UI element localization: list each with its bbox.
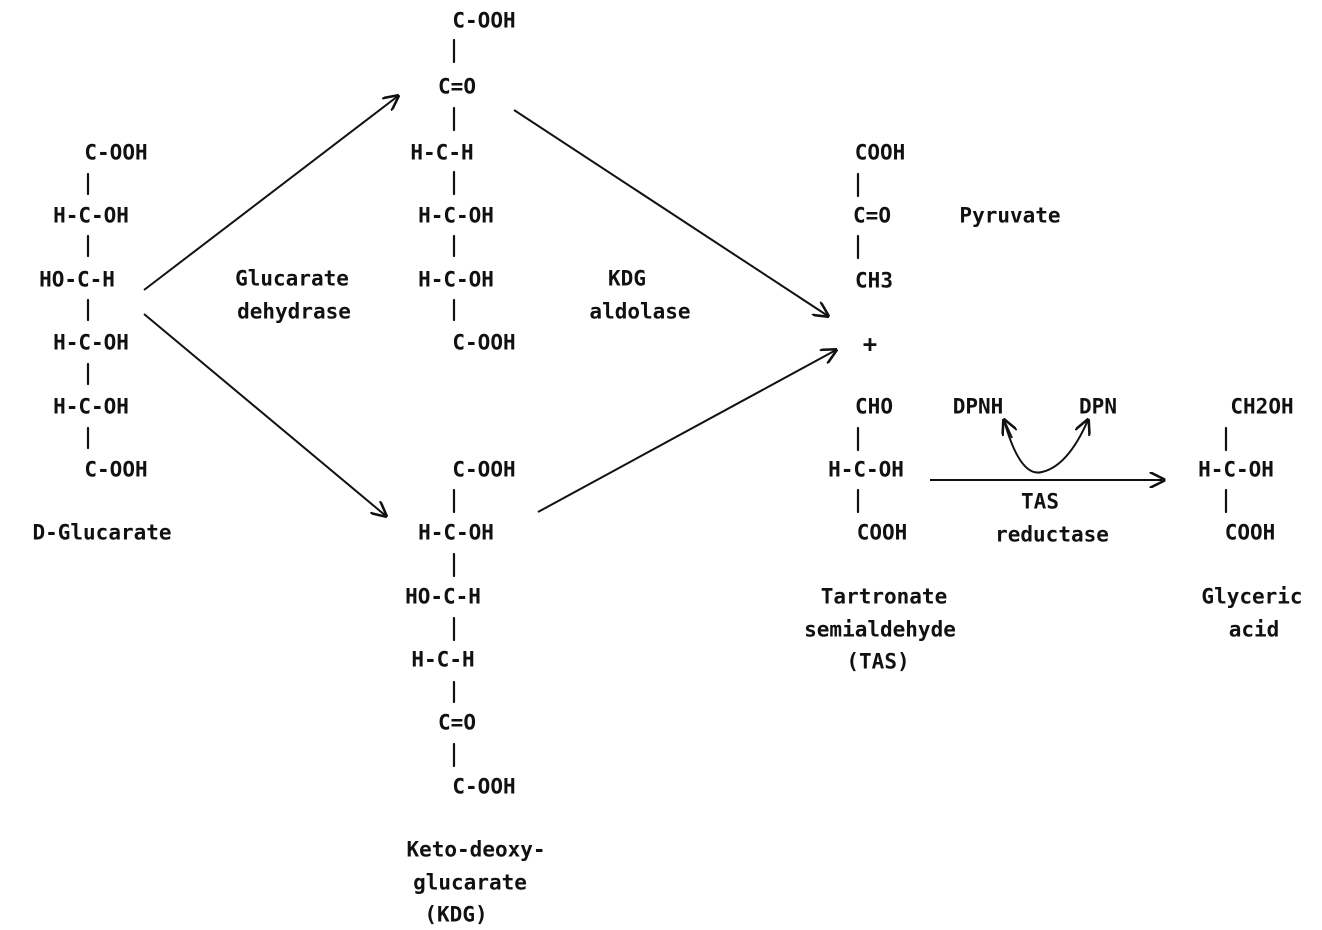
- tas-name-line-3: (TAS): [846, 649, 910, 674]
- tas-line-2: H-C-OH: [828, 457, 904, 482]
- tas-line-3: COOH: [856, 520, 908, 545]
- glucarate-line-4: H-C-OH: [53, 330, 129, 355]
- glyceric-line-1: CH2OH: [1230, 394, 1294, 419]
- pyruvate-name: Pyruvate: [959, 203, 1061, 228]
- kdg-line-5: C=O: [438, 710, 476, 735]
- enzyme-kdg-aldolase-line-1: KDG: [608, 266, 646, 291]
- kdg-line-4: H-C-H: [411, 647, 475, 672]
- glucarate-line-6: C-OOH: [84, 457, 148, 482]
- plus-sign: +: [862, 330, 878, 358]
- arrow-dehydrated-to-products: [513, 109, 828, 316]
- kdg-name-line-1: Keto-deoxy-: [406, 837, 546, 862]
- dehydrated-line-5: H-C-OH: [418, 267, 494, 292]
- dehydrated-line-1: C-OOH: [452, 8, 516, 33]
- glyceric-name-line-1: Glyceric: [1201, 584, 1303, 609]
- glyceric-name-line-2: acid: [1228, 617, 1280, 642]
- glucarate-line-1: C-OOH: [84, 140, 148, 165]
- dehydrated-line-6: C-OOH: [452, 330, 516, 355]
- glucarate-line-2: H-C-OH: [53, 203, 129, 228]
- glyceric-line-3: COOH: [1224, 520, 1276, 545]
- reaction-arrows: [143, 96, 1164, 516]
- glucarate-line-5: H-C-OH: [53, 394, 129, 419]
- glucarate-name: D-Glucarate: [32, 520, 172, 545]
- enzyme-kdg-aldolase-line-2: aldolase: [589, 299, 691, 324]
- cofactor-dpn: DPN: [1079, 394, 1117, 419]
- dehydrated-line-3: H-C-H: [410, 140, 474, 165]
- enzyme-glucarate-dehydrase-line-2: dehydrase: [237, 299, 351, 324]
- kdg-line-6: C-OOH: [452, 774, 516, 799]
- dehydrated-line-2: C=O: [438, 74, 476, 99]
- bond-lines: [86, 38, 1228, 768]
- pyruvate-line-3: CH3: [855, 268, 893, 293]
- tas-name-line-1: Tartronate: [820, 584, 948, 609]
- kdg-name-line-3: (KDG): [424, 902, 488, 927]
- enzyme-tas-reductase-line-2: reductase: [995, 522, 1109, 547]
- glucarate-line-3: HO-C-H: [39, 267, 115, 292]
- kdg-name-line-2: glucarate: [413, 870, 527, 895]
- arrow-dpnh-to-dpn: [1003, 420, 1088, 474]
- kdg-line-3: HO-C-H: [405, 584, 481, 609]
- dehydrated-line-4: H-C-OH: [418, 203, 494, 228]
- pyruvate-line-2: C=O: [853, 203, 891, 228]
- arrow-kdg-to-products: [537, 350, 836, 513]
- kdg-line-1: C-OOH: [452, 457, 516, 482]
- cofactor-dpnh: DPNH: [952, 394, 1004, 419]
- arrow-glucarate-to-kdg: [143, 313, 386, 516]
- enzyme-glucarate-dehydrase-line-1: Glucarate: [235, 266, 349, 291]
- arrow-glucarate-to-dehydrated: [143, 96, 398, 291]
- pyruvate-line-1: COOH: [854, 140, 906, 165]
- arrow-dpnh-tip: [1004, 420, 1012, 439]
- enzyme-tas-reductase-line-1: TAS: [1021, 489, 1059, 514]
- tas-name-line-2: semialdehyde: [804, 617, 956, 642]
- glyceric-line-2: H-C-OH: [1198, 457, 1274, 482]
- tas-line-1: CHO: [855, 394, 893, 419]
- kdg-line-2: H-C-OH: [418, 520, 494, 545]
